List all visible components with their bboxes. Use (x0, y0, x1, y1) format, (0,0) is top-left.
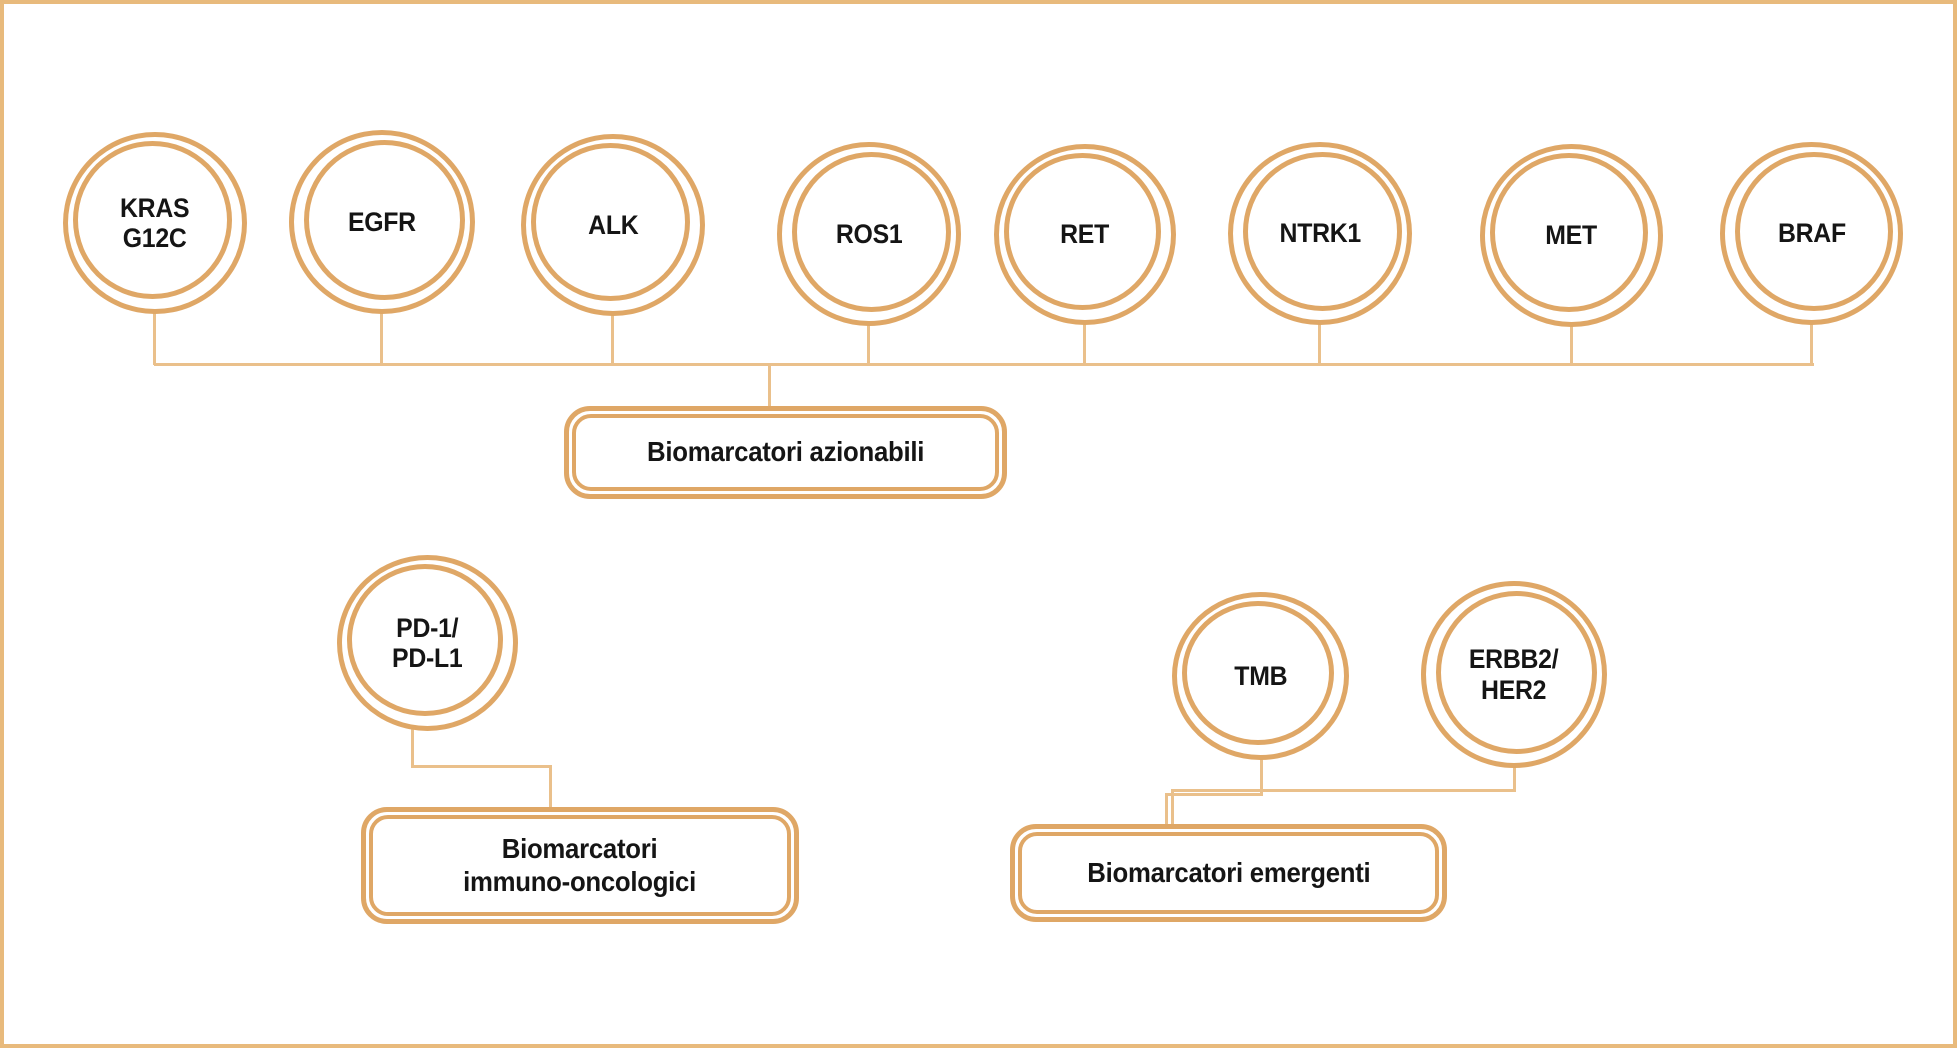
node-label: RET (1060, 219, 1110, 250)
node-label: NTRK1 (1279, 218, 1361, 249)
node-circle-egfr: EGFR (289, 130, 475, 314)
connector-stub-braf (1810, 312, 1813, 365)
connector-drop-immuno (549, 765, 552, 809)
connector-drop-erbb2-her2 (1171, 789, 1174, 826)
group-box-azionabili: Biomarcatori azionabili (564, 406, 1007, 499)
node-label: MET (1545, 220, 1598, 251)
connector-bus-top (154, 363, 1814, 366)
connector-stub-alk (611, 304, 614, 365)
connector-stub-ros1 (867, 309, 870, 365)
node-circle-ret: RET (994, 144, 1176, 325)
node-label: PD-1/ PD-L1 (392, 612, 463, 673)
node-label: BRAF (1777, 218, 1846, 249)
connector-stub-ntrk1 (1318, 309, 1321, 365)
node-label: ROS1 (835, 218, 903, 249)
connector-elbow-pd1-pdl1 (411, 765, 552, 768)
connector-stub-tmb (1260, 734, 1263, 796)
connector-elbow-tmb (1165, 793, 1263, 796)
node-circle-erbb2-her2: ERBB2/ HER2 (1421, 581, 1607, 768)
connector-stub-ret (1083, 309, 1086, 365)
connector-drop-tmb (1165, 793, 1168, 826)
node-circle-pd1-pdl1: PD-1/ PD-L1 (337, 555, 518, 731)
group-box-label: Biomarcatori immuno-oncologici (463, 833, 697, 897)
node-label: EGFR (348, 206, 416, 237)
node-circle-ntrk1: NTRK1 (1228, 142, 1412, 325)
node-circle-kras-g12c: KRAS G12C (63, 132, 247, 314)
group-box-label: Biomarcatori azionabili (646, 436, 925, 468)
node-label: ERBB2/ HER2 (1469, 644, 1559, 705)
node-label: ALK (587, 209, 639, 240)
connector-drop-azionabili (768, 363, 771, 408)
connector-stub-erbb2-her2 (1513, 744, 1516, 792)
connector-stub-pd1-pdl1 (411, 704, 414, 768)
node-label: TMB (1234, 660, 1287, 691)
group-box-immuno-oncologici: Biomarcatori immuno-oncologici (361, 807, 799, 924)
node-circle-braf: BRAF (1720, 142, 1903, 325)
group-box-emergenti: Biomarcatori emergenti (1010, 824, 1447, 922)
connector-stub-egfr (380, 304, 383, 365)
group-box-label: Biomarcatori emergenti (1086, 856, 1371, 888)
node-circle-tmb: TMB (1172, 592, 1349, 760)
node-circle-met: MET (1480, 144, 1663, 327)
node-circle-ros1: ROS1 (777, 142, 961, 326)
connector-stub-kras (153, 304, 156, 365)
connector-elbow-erbb2-her2 (1171, 789, 1516, 792)
node-circle-alk: ALK (521, 134, 705, 316)
node-label: KRAS G12C (120, 192, 190, 253)
connector-stub-met (1570, 312, 1573, 365)
